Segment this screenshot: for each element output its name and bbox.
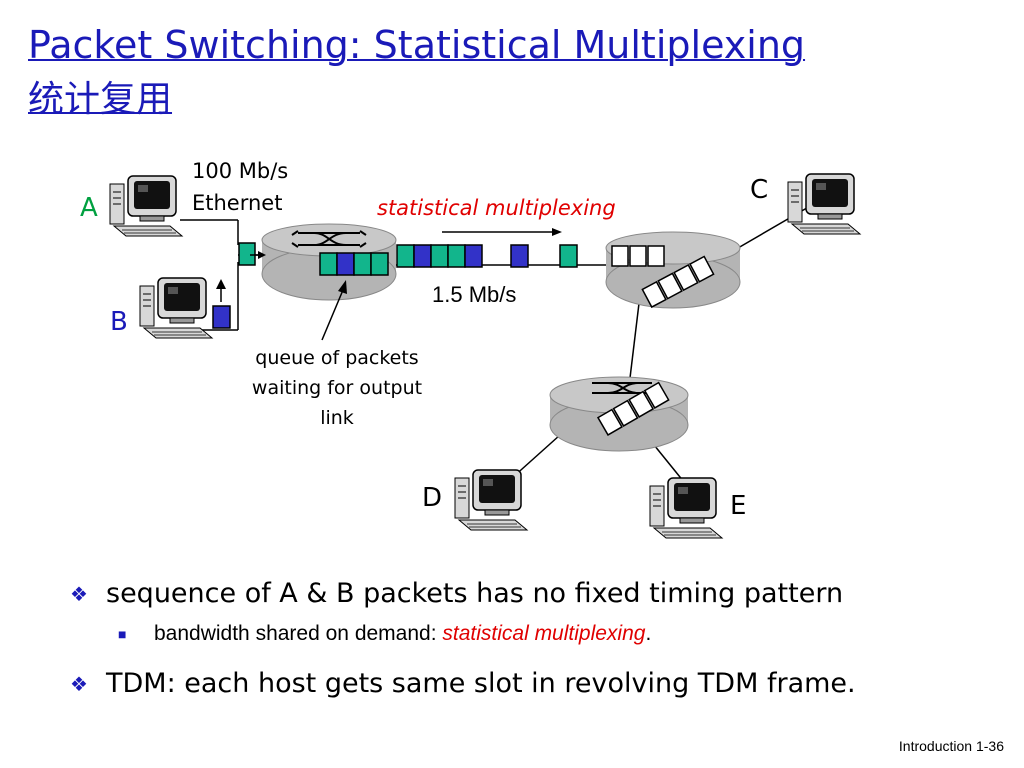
- router-2-buffer-right: [611, 245, 665, 267]
- host-e-label: E: [730, 491, 746, 521]
- host-d-label: D: [422, 483, 442, 513]
- ethernet-type-label: Ethernet: [192, 191, 282, 215]
- host-c-computer-icon: [787, 173, 861, 235]
- bullet-1-text: sequence of A & B packets has no fixed t…: [106, 578, 844, 609]
- bullet-list: ❖ sequence of A & B packets has no fixed…: [66, 574, 1006, 704]
- network-diagram: A B C D E 100 Mb/s Ethernet statistical …: [80, 159, 861, 539]
- router-1-queue: [319, 252, 389, 276]
- queue-caption-line-2: waiting for output: [252, 377, 422, 399]
- bullet-2-text: TDM: each host gets same slot in revolvi…: [106, 668, 856, 699]
- direction-arrow: [442, 228, 562, 236]
- output-link-speed-label: 1.5 Mb/s: [432, 282, 516, 307]
- bullet-1: ❖ sequence of A & B packets has no fixed…: [66, 574, 1006, 614]
- sub-bullet-1: ■ bandwidth shared on demand: statistica…: [66, 618, 1006, 650]
- ethernet-speed-label: 100 Mb/s: [192, 159, 288, 183]
- diamond-bullet-icon: ❖: [70, 582, 88, 606]
- output-link-packets: [396, 244, 578, 268]
- host-c-label: C: [750, 175, 768, 205]
- queue-caption-line-1: queue of packets: [255, 347, 418, 369]
- host-a-label: A: [80, 193, 98, 223]
- slide-title: Packet Switching: Statistical Multiplexi…: [28, 23, 806, 67]
- packet-a-inbound: [238, 242, 256, 266]
- host-d-computer-icon: [454, 469, 528, 531]
- slide-footer: Introduction 1-36: [898, 738, 1004, 754]
- packet-b-inbound: [212, 279, 231, 329]
- statistical-multiplexing-label: statistical multiplexing: [377, 196, 616, 220]
- diamond-bullet-icon: ❖: [70, 672, 88, 696]
- host-b-label: B: [110, 307, 128, 337]
- slide-title-chinese: 统计复用: [28, 79, 173, 120]
- bullet-2: ❖ TDM: each host gets same slot in revol…: [66, 664, 1006, 704]
- host-a-computer-icon: [109, 175, 183, 237]
- queue-pointer-arrow: [321, 280, 347, 341]
- host-b-computer-icon: [139, 277, 213, 339]
- square-bullet-icon: ■: [118, 626, 127, 642]
- sub-bullet-1-emphasis: statistical multiplexing: [442, 622, 646, 645]
- sub-bullet-1-suffix: .: [645, 622, 652, 645]
- sub-bullet-1-prefix: bandwidth shared on demand:: [154, 622, 443, 645]
- queue-caption-line-3: link: [320, 407, 354, 429]
- host-e-computer-icon: [649, 477, 723, 539]
- ethernet-pointer-arrow: [250, 251, 266, 259]
